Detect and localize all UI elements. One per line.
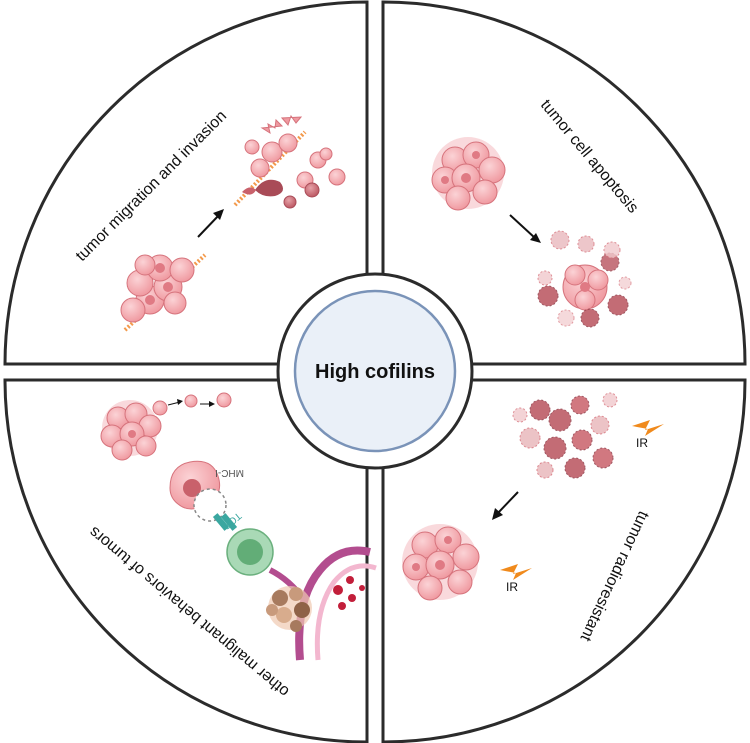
irradiated-cluster (512, 392, 618, 479)
t-cell-icon (226, 528, 274, 576)
center-title: High cofilins (315, 361, 435, 383)
ir-label-top: IR (636, 436, 648, 450)
quadrant-bottom-left (3, 378, 369, 743)
ir-label-bottom: IR (506, 580, 518, 594)
tumor-cell-mhc-icon (169, 460, 227, 522)
migrating-cells (242, 114, 346, 209)
arrow-icon (492, 491, 519, 520)
invading-cluster-icon (266, 586, 312, 632)
resistant-tumor-cluster-icon (402, 524, 480, 601)
quadrant-bottom-right (381, 378, 747, 743)
arrow-icon (509, 214, 541, 243)
quadrant-top-right (381, 0, 747, 366)
tumor-cluster-large-icon (431, 137, 506, 211)
apoptotic-cells (537, 230, 632, 328)
tumor-cluster-icon (100, 400, 168, 461)
center-badge: High cofilins (276, 272, 474, 470)
tcr-receptor-icon (212, 513, 238, 531)
tumor-cluster-icon (120, 254, 195, 323)
quadrant-outlines (3, 0, 747, 743)
arrow-icon (197, 209, 224, 238)
mhc-label: MHC-I (215, 467, 244, 478)
lightning-bolt-icon (632, 420, 664, 436)
migrating-cell-sequence (167, 392, 232, 408)
quadrant-top-left (3, 0, 369, 366)
lightning-bolt-icon (500, 564, 532, 580)
